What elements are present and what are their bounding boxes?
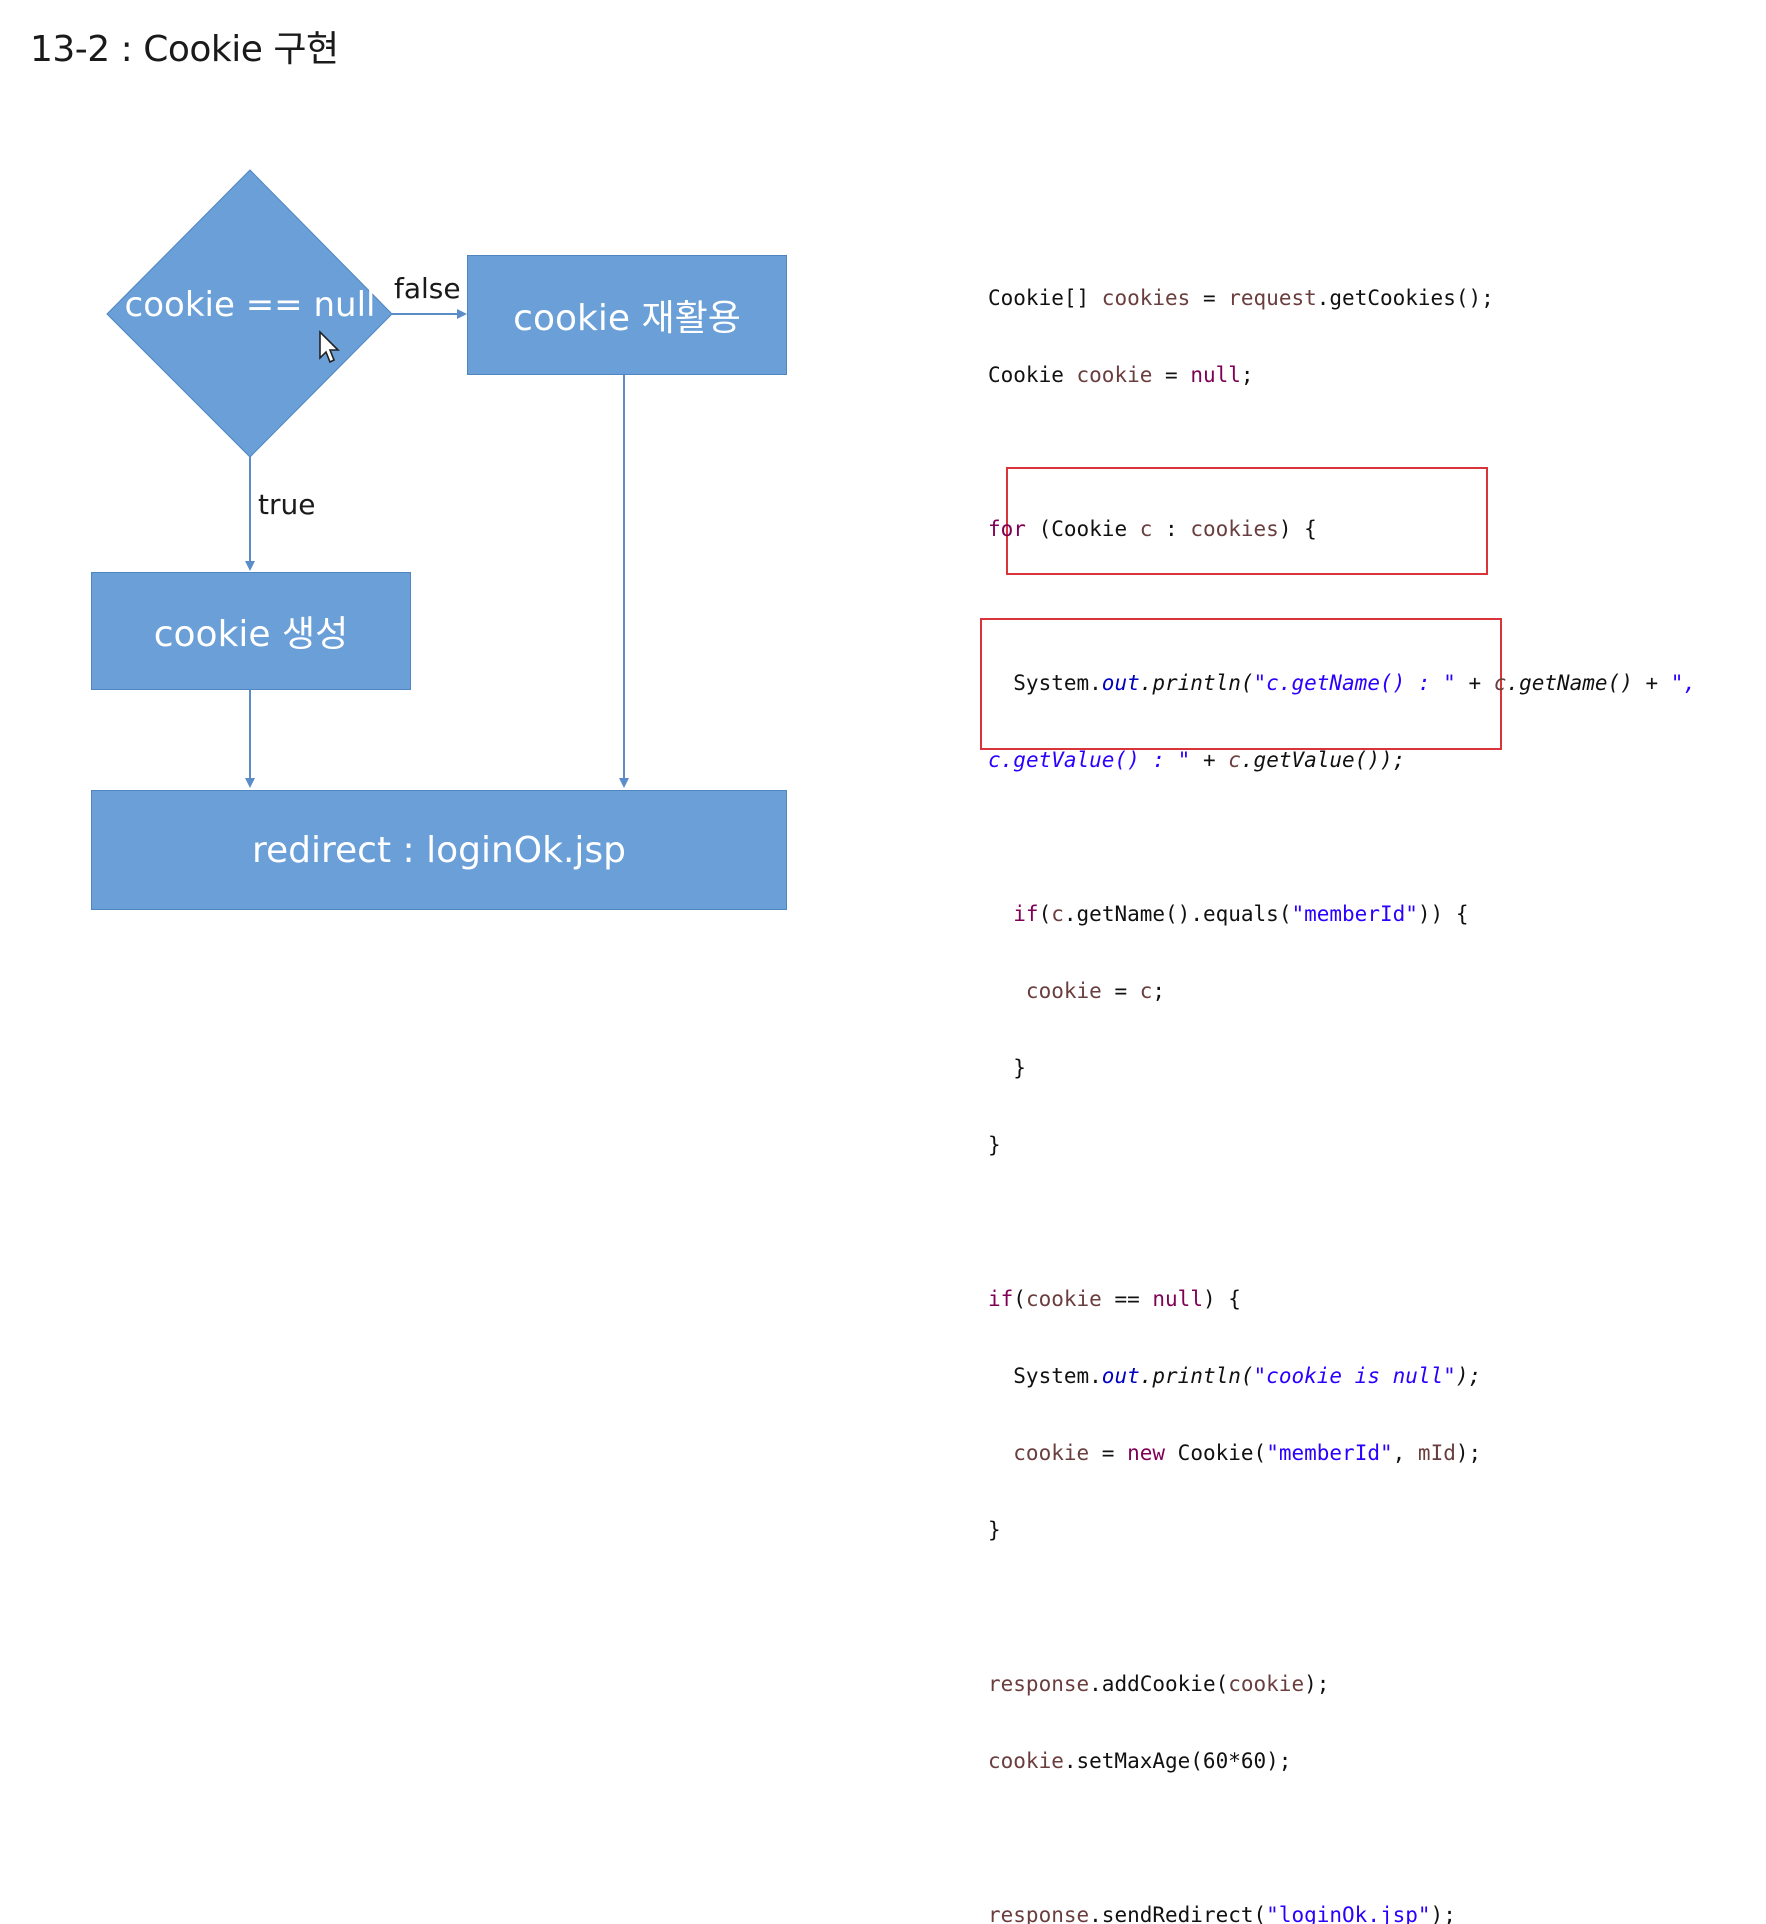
highlight-box-null-check xyxy=(980,618,1502,750)
box-cookie-reuse: cookie 재활용 xyxy=(467,255,787,375)
code-line: if(cookie == null) { xyxy=(988,1287,1241,1311)
code-line: } xyxy=(988,1518,1001,1542)
page-title: 13-2 : Cookie 구현 xyxy=(30,29,339,70)
code-line: System.out.println("cookie is null"); xyxy=(988,1364,1482,1388)
code-line: for (Cookie c : cookies) { xyxy=(988,517,1317,541)
code-line: } xyxy=(988,1056,1026,1080)
flowchart xyxy=(106,169,629,788)
code-line: cookie.setMaxAge(60*60); xyxy=(988,1749,1292,1773)
code-line: cookie = new Cookie("memberId", mId); xyxy=(988,1441,1482,1465)
code-line: response.sendRedirect("loginOk.jsp"); xyxy=(988,1903,1456,1924)
decision-label: cookie == null xyxy=(124,285,376,325)
code-line: response.addCookie(cookie); xyxy=(988,1672,1330,1696)
code-line: } xyxy=(988,1133,1001,1157)
code-line: if(c.getName().equals("memberId")) { xyxy=(988,902,1469,926)
highlight-box-loop-if xyxy=(1006,467,1488,575)
code-line: Cookie[] cookies = request.getCookies(); xyxy=(988,286,1494,310)
code-block: Cookie[] cookies = request.getCookies();… xyxy=(988,236,1696,1924)
box-redirect: redirect : loginOk.jsp xyxy=(91,790,787,910)
box-cookie-create: cookie 생성 xyxy=(91,572,411,690)
mouse-cursor-icon xyxy=(319,330,340,364)
code-line: c.getValue() : " + c.getValue()); xyxy=(988,748,1406,772)
code-line: Cookie cookie = null; xyxy=(988,363,1254,387)
code-line: cookie = c; xyxy=(988,979,1166,1003)
edge-label-true: true xyxy=(258,488,316,521)
code-line: System.out.println("c.getName() : " + c.… xyxy=(988,671,1697,695)
edge-label-false: false xyxy=(394,272,461,305)
